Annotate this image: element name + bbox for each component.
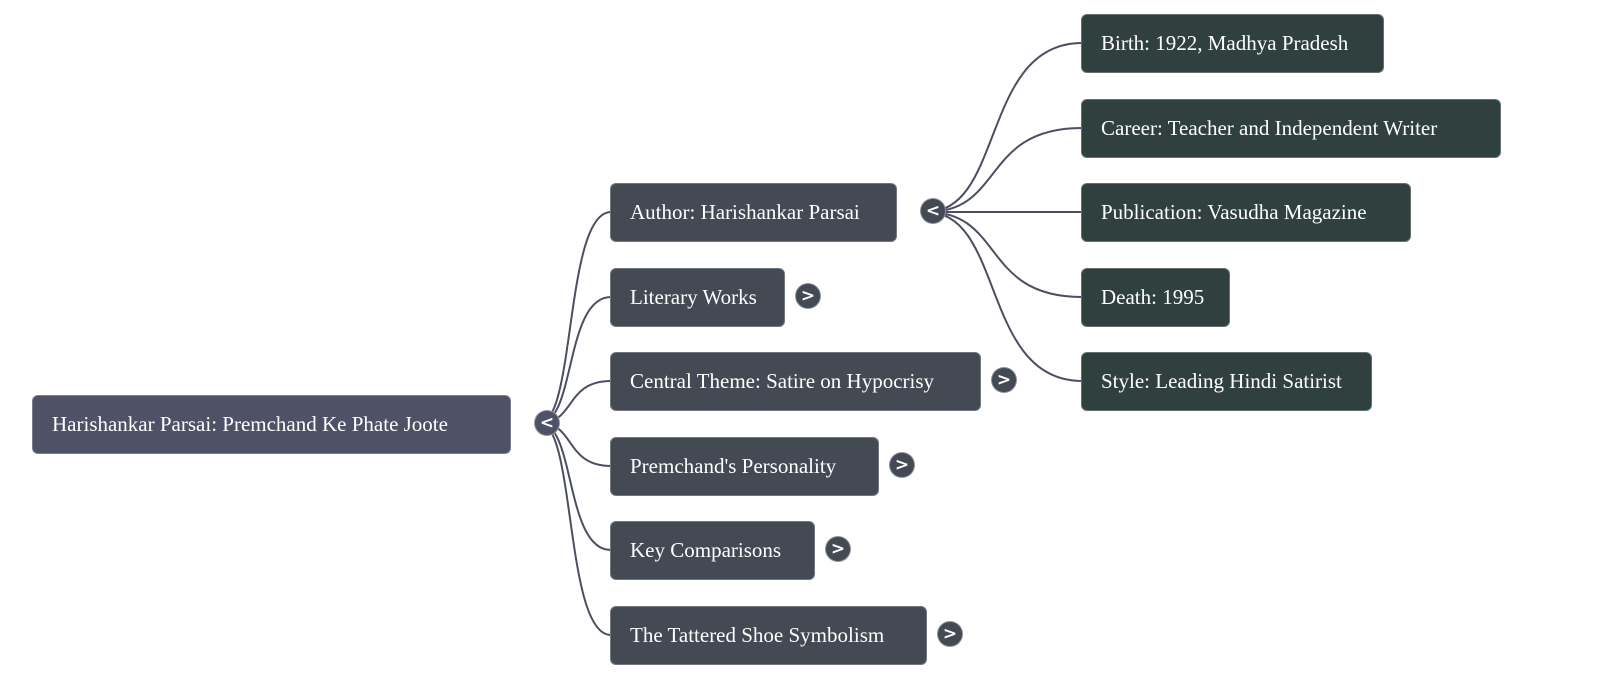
chevron-right-icon: > bbox=[996, 370, 1012, 390]
leaf-node-style[interactable]: Style: Leading Hindi Satirist bbox=[1081, 352, 1372, 411]
leaf-node-birth[interactable]: Birth: 1922, Madhya Pradesh bbox=[1081, 14, 1384, 73]
connector-author-to-leaf-1 bbox=[926, 127, 1083, 213]
leaf-node-publication[interactable]: Publication: Vasudha Magazine bbox=[1081, 183, 1411, 242]
branch-expand-toggle-key-comparisons[interactable]: > bbox=[825, 536, 851, 562]
branch-node-tattered-shoe-symbolism[interactable]: The Tattered Shoe Symbolism bbox=[610, 606, 927, 665]
branch-expand-toggle-tattered-shoe-symbolism[interactable]: > bbox=[937, 621, 963, 647]
branch-label: Premchand's Personality bbox=[630, 454, 837, 478]
leaf-label: Publication: Vasudha Magazine bbox=[1101, 200, 1367, 224]
connector-root-to-branch-4 bbox=[539, 422, 612, 551]
branch-expand-toggle-central-theme[interactable]: > bbox=[991, 367, 1017, 393]
branch-node-literary-works[interactable]: Literary Works bbox=[610, 268, 785, 327]
connector-root-to-branch-1 bbox=[539, 296, 612, 424]
branch-node-author[interactable]: Author: Harishankar Parsai bbox=[610, 183, 897, 242]
leaf-node-career[interactable]: Career: Teacher and Independent Writer bbox=[1081, 99, 1501, 158]
branch-collapse-toggle-author[interactable]: < bbox=[920, 198, 946, 224]
branch-label: Central Theme: Satire on Hypocrisy bbox=[630, 369, 935, 393]
branch-node-central-theme[interactable]: Central Theme: Satire on Hypocrisy bbox=[610, 352, 981, 411]
branch-expand-toggle-literary-works[interactable]: > bbox=[795, 283, 821, 309]
connector-root-to-branch-0 bbox=[539, 211, 612, 424]
chevron-right-icon: > bbox=[942, 624, 958, 644]
chevron-right-icon: > bbox=[800, 286, 816, 306]
connector-author-to-leaf-3 bbox=[926, 211, 1083, 298]
leaf-node-death[interactable]: Death: 1995 bbox=[1081, 268, 1230, 327]
chevron-left-icon: < bbox=[539, 413, 555, 433]
leaf-label: Career: Teacher and Independent Writer bbox=[1101, 116, 1438, 140]
chevron-right-icon: > bbox=[830, 539, 846, 559]
branch-label: Key Comparisons bbox=[630, 538, 782, 562]
branch-node-key-comparisons[interactable]: Key Comparisons bbox=[610, 521, 815, 580]
branch-label: Literary Works bbox=[630, 285, 757, 309]
root-collapse-toggle[interactable]: < bbox=[534, 410, 560, 436]
connector-author-to-leaf-0 bbox=[926, 42, 1083, 213]
branch-label: Author: Harishankar Parsai bbox=[630, 200, 860, 224]
root-node[interactable]: Harishankar Parsai: Premchand Ke Phate J… bbox=[32, 395, 511, 454]
branch-node-premchands-personality[interactable]: Premchand's Personality bbox=[610, 437, 879, 496]
branch-label: The Tattered Shoe Symbolism bbox=[630, 623, 885, 647]
leaf-label: Birth: 1922, Madhya Pradesh bbox=[1101, 31, 1349, 55]
root-node-label: Harishankar Parsai: Premchand Ke Phate J… bbox=[52, 412, 448, 436]
chevron-right-icon: > bbox=[894, 455, 910, 475]
chevron-left-icon: < bbox=[925, 201, 941, 221]
connector-root-to-branch-5 bbox=[539, 422, 612, 636]
branch-expand-toggle-premchands-personality[interactable]: > bbox=[889, 452, 915, 478]
leaf-label: Style: Leading Hindi Satirist bbox=[1101, 369, 1342, 393]
leaf-label: Death: 1995 bbox=[1101, 285, 1205, 309]
